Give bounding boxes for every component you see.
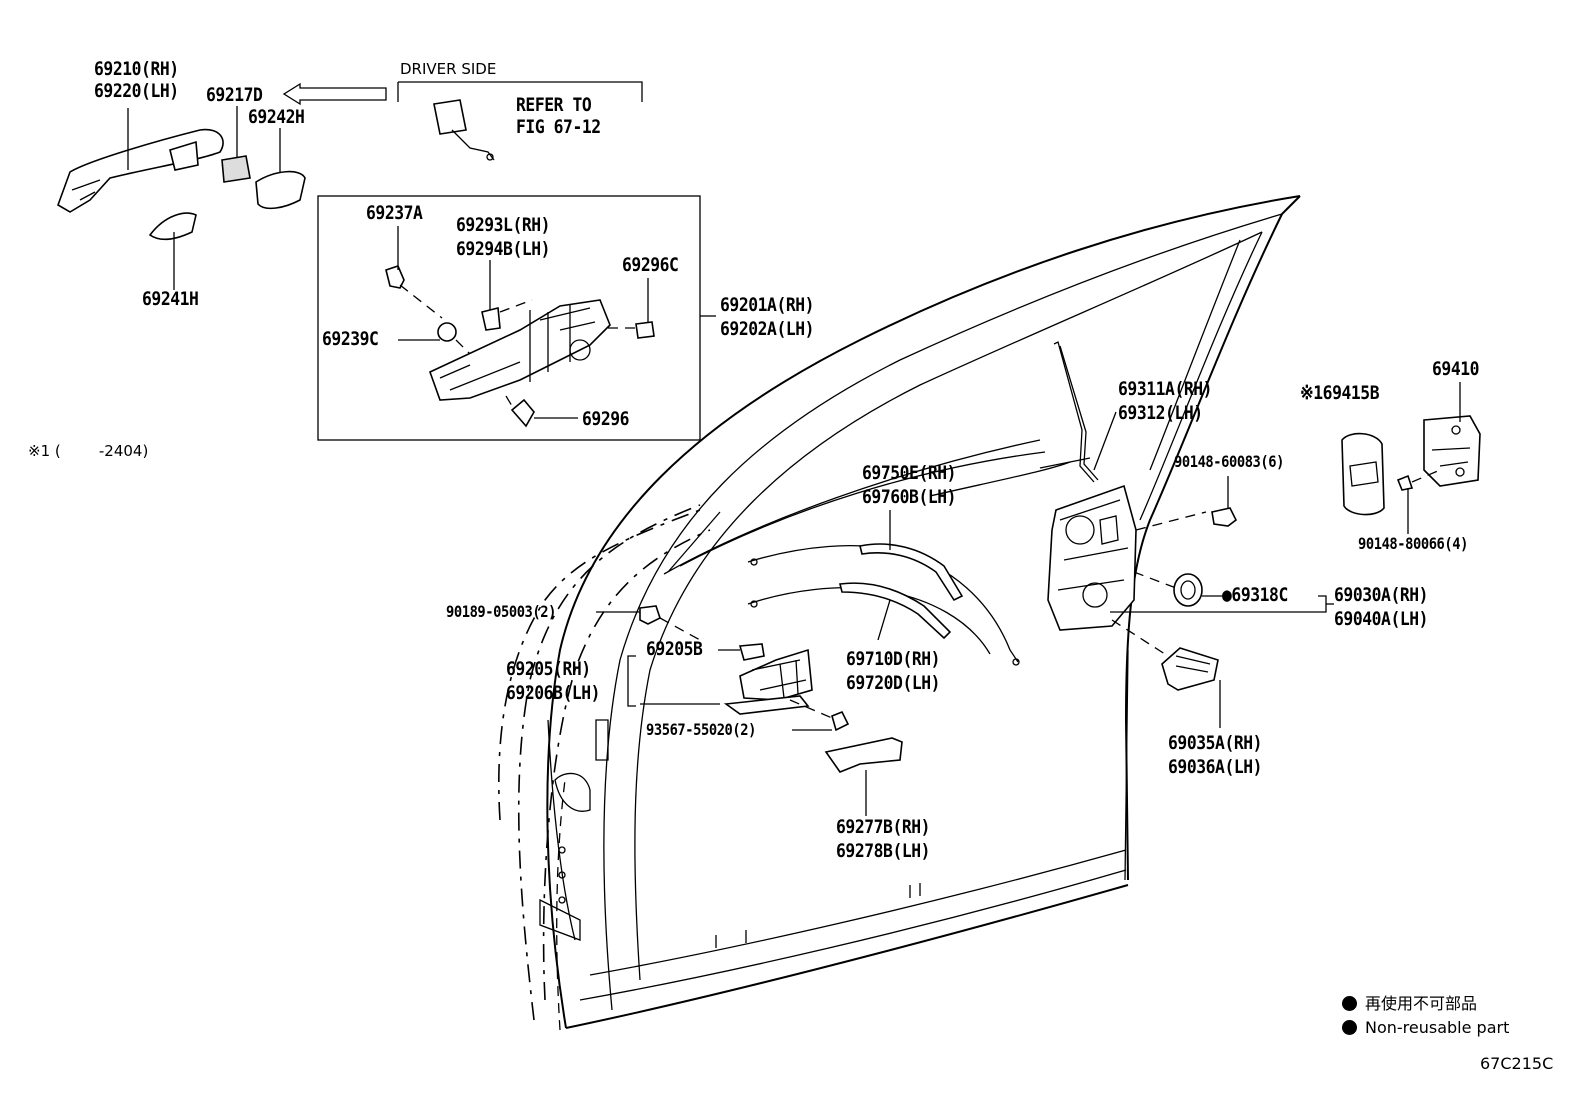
label-69750E: 69750E(RH) xyxy=(862,462,957,484)
door-lock-assembly xyxy=(1039,457,1320,657)
filled-dot-icon xyxy=(1342,1020,1357,1035)
handle-frame-box xyxy=(317,195,716,441)
legend: 再使用不可部品 Non-reusable part xyxy=(1342,992,1509,1040)
lock-screw xyxy=(1211,476,1238,527)
label-69205: 69205(RH) xyxy=(506,658,591,680)
label-69242H: 69242H xyxy=(248,106,305,128)
label-69210: 69210(RH) xyxy=(94,58,179,80)
label-69710D: 69710D(RH) xyxy=(846,648,941,670)
label-driver-side: DRIVER SIDE xyxy=(400,60,497,78)
lock-rod xyxy=(1053,341,1117,483)
legend-item-en: Non-reusable part xyxy=(1342,1016,1509,1040)
label-69415B: ※169415B xyxy=(1300,382,1380,404)
label-69217D: 69217D xyxy=(206,84,263,106)
label-69318C: ●69318C xyxy=(1222,584,1288,606)
door-cables xyxy=(747,461,1071,666)
driver-side-arrow xyxy=(282,81,643,106)
label-69720D: 69720D(LH) xyxy=(846,672,941,694)
key-cylinder xyxy=(433,99,495,161)
lock-cover xyxy=(1161,647,1221,728)
label-69202A: 69202A(LH) xyxy=(720,318,815,340)
label-69241H: 69241H xyxy=(142,288,199,310)
label-90189-05003: 90189-05003(2) xyxy=(446,602,556,621)
legend-text-en: Non-reusable part xyxy=(1365,1018,1510,1037)
label-refer-to: REFER TO xyxy=(516,94,592,116)
label-69239C: 69239C xyxy=(322,328,379,350)
door-frame-outline xyxy=(498,195,1301,1031)
legend-item-jp: 再使用不可部品 xyxy=(1342,992,1509,1016)
lock-grommet xyxy=(1173,573,1334,613)
label-69296C: 69296C xyxy=(622,254,679,276)
label-fig-ref: FIG 67-12 xyxy=(516,116,601,138)
label-93567-55020: 93567-55020(2) xyxy=(646,720,756,739)
label-69035A: 69035A(RH) xyxy=(1168,732,1263,754)
label-69036A: 69036A(LH) xyxy=(1168,756,1263,778)
legend-text-jp: 再使用不可部品 xyxy=(1365,994,1478,1013)
label-69410: 69410 xyxy=(1432,358,1480,380)
label-69237A: 69237A xyxy=(366,202,423,224)
label-69206B: 69206B(LH) xyxy=(506,682,601,704)
label-69040A: 69040A(LH) xyxy=(1334,608,1429,630)
outside-handle-assembly xyxy=(57,106,306,290)
label-69220: 69220(LH) xyxy=(94,80,179,102)
label-69277B: 69277B(RH) xyxy=(836,816,931,838)
door-striker xyxy=(1341,382,1481,534)
label-69760B: 69760B(LH) xyxy=(862,486,957,508)
label-69312: 69312(LH) xyxy=(1118,402,1203,424)
label-90148-60083: 90148-60083(6) xyxy=(1174,452,1284,471)
inside-handle-trim xyxy=(824,737,903,816)
label-69278B: 69278B(LH) xyxy=(836,840,931,862)
figure-code: 67C215C xyxy=(1480,1054,1554,1073)
label-69201A: 69201A(RH) xyxy=(720,294,815,316)
label-69293L: 69293L(RH) xyxy=(456,214,551,236)
label-69294B: 69294B(LH) xyxy=(456,238,551,260)
label-69296: 69296 xyxy=(582,408,630,430)
label-90148-80066: 90148-80066(4) xyxy=(1358,534,1468,553)
label-note-mark: ※1 ( -2404) xyxy=(28,442,149,460)
inside-handle-bracket xyxy=(596,605,850,732)
label-69311A: 69311A(RH) xyxy=(1118,378,1213,400)
filled-dot-icon xyxy=(1342,996,1357,1011)
label-69030A: 69030A(RH) xyxy=(1334,584,1429,606)
label-69205B: 69205B xyxy=(646,638,703,660)
